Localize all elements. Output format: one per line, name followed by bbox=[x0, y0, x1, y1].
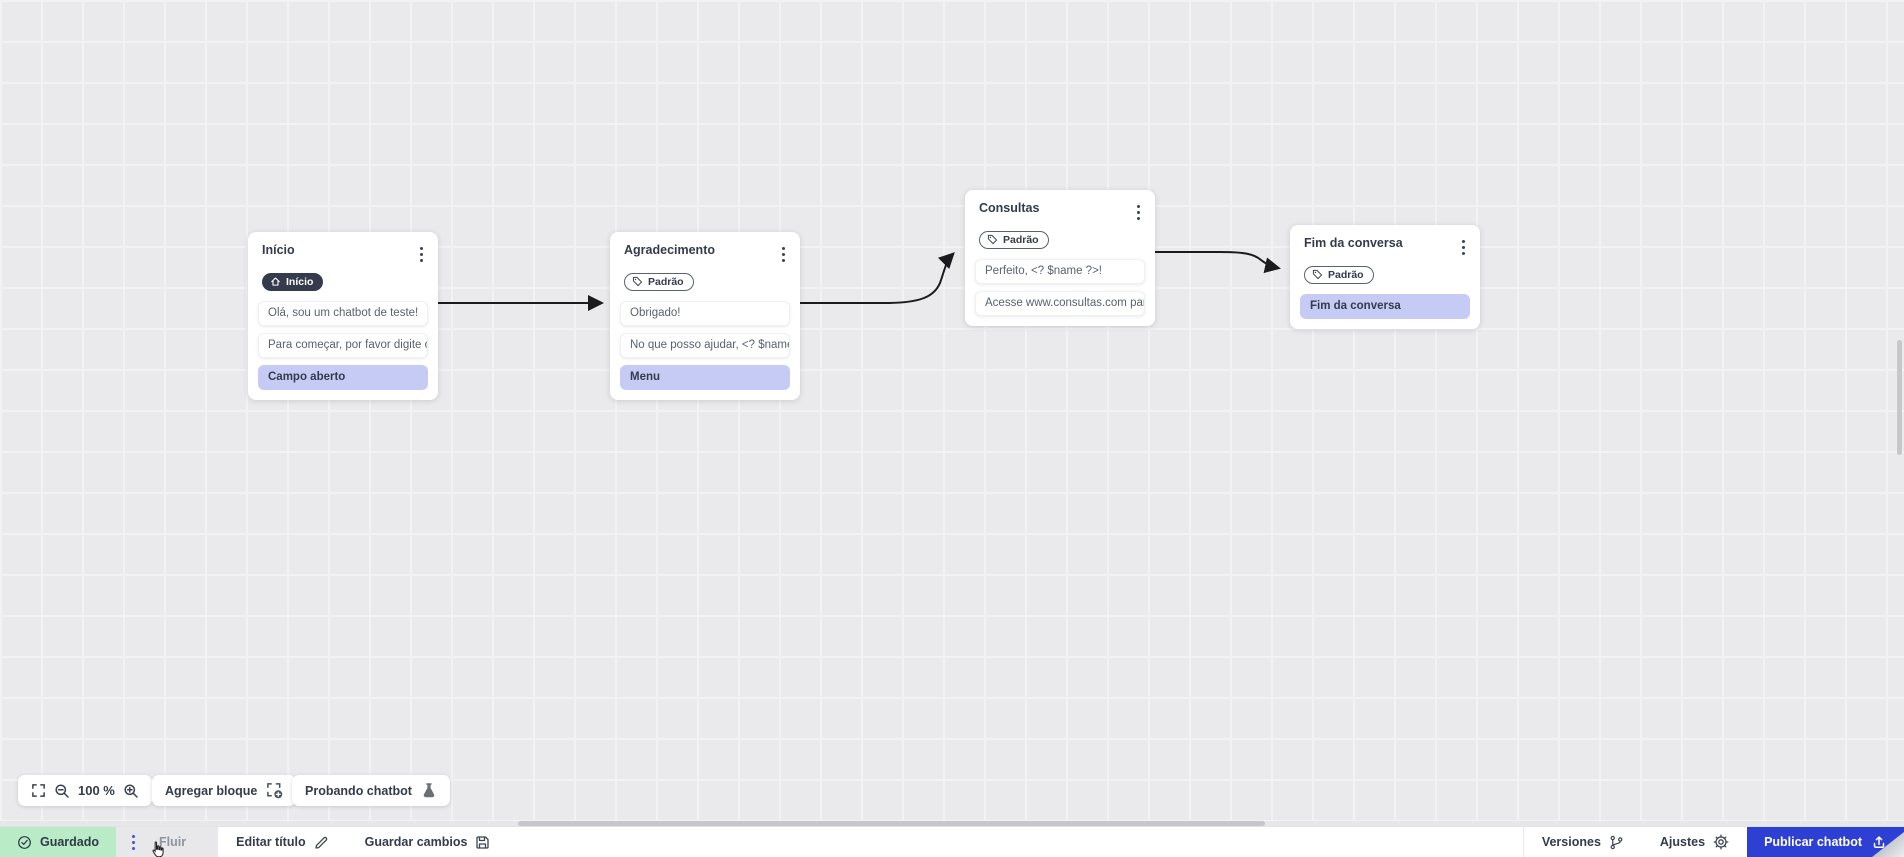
home-icon bbox=[271, 277, 280, 286]
kebab-menu-icon[interactable] bbox=[777, 243, 790, 266]
message-block[interactable]: Acesse www.consultas.com par... bbox=[975, 291, 1145, 317]
tag-icon bbox=[1312, 269, 1323, 280]
horizontal-scrollbar-thumb[interactable] bbox=[518, 821, 1265, 826]
flow-node-consultas[interactable]: Consultas Padrão Perfeito, <? $name ?>! … bbox=[965, 190, 1155, 327]
add-block-icon bbox=[267, 783, 283, 799]
settings-button[interactable]: Ajustes bbox=[1642, 827, 1747, 857]
save-changes-label: Guardar cambios bbox=[364, 835, 468, 849]
publish-chatbot-label: Publicar chatbot bbox=[1764, 835, 1862, 849]
node-title: Fim da conversa bbox=[1304, 236, 1403, 250]
flow-node-fim-da-conversa[interactable]: Fim da conversa Padrão Fim da conversa bbox=[1290, 225, 1480, 330]
footer-right-group: Versiones Ajustes Publicar chatbot bbox=[1522, 827, 1904, 857]
message-block-open-field[interactable]: Campo aberto bbox=[258, 365, 428, 391]
zoom-level-value: 100 % bbox=[78, 783, 115, 798]
vertical-scrollbar-thumb[interactable] bbox=[1897, 340, 1902, 455]
message-block-menu[interactable]: Menu bbox=[620, 365, 790, 391]
flow-node-inicio[interactable]: Início Início Olá, sou um chatbot de tes… bbox=[248, 232, 438, 401]
edit-title-label: Editar título bbox=[236, 835, 306, 849]
saved-status-badge: Guardado bbox=[0, 827, 117, 857]
mouse-cursor bbox=[152, 841, 164, 857]
node-title: Consultas bbox=[979, 201, 1040, 215]
node-type-badge: Padrão bbox=[624, 272, 694, 291]
message-block[interactable]: Olá, sou um chatbot de teste! bbox=[258, 301, 428, 327]
message-block[interactable]: Perfeito, <? $name ?>! bbox=[975, 259, 1145, 285]
wire-agradecimento-consultas[interactable] bbox=[800, 252, 955, 304]
node-title: Início bbox=[262, 243, 295, 257]
versions-button[interactable]: Versiones bbox=[1524, 827, 1642, 857]
flow-canvas[interactable] bbox=[0, 0, 1904, 826]
message-block-end[interactable]: Fim da conversa bbox=[1300, 294, 1470, 320]
gear-icon bbox=[1713, 834, 1729, 850]
edit-title-button[interactable]: Editar título bbox=[218, 827, 346, 857]
git-branch-icon bbox=[1610, 835, 1623, 849]
wire-consultas-fim[interactable] bbox=[1155, 251, 1281, 274]
tag-icon bbox=[987, 234, 998, 245]
save-icon bbox=[476, 835, 490, 849]
node-type-badge: Padrão bbox=[979, 230, 1049, 249]
fit-view-icon[interactable] bbox=[31, 783, 46, 798]
message-block[interactable]: Obrigado! bbox=[620, 301, 790, 327]
flow-options-kebab-icon[interactable] bbox=[124, 829, 143, 855]
flow-node-agradecimento[interactable]: Agradecimento Padrão Obrigado! No que po… bbox=[610, 232, 800, 401]
settings-label: Ajustes bbox=[1659, 835, 1706, 849]
badge-label: Início bbox=[286, 275, 314, 288]
flow-tab-label: Fluir bbox=[159, 835, 187, 849]
node-title: Agradecimento bbox=[624, 243, 715, 257]
node-type-badge: Início bbox=[262, 272, 324, 291]
zoom-toolbar: 100 % bbox=[18, 775, 152, 806]
save-changes-button[interactable]: Guardar cambios bbox=[347, 827, 509, 857]
add-block-label: Agregar bloque bbox=[165, 783, 258, 798]
publish-upload-icon bbox=[1873, 836, 1885, 848]
saved-status-label: Guardado bbox=[40, 835, 100, 849]
node-type-badge: Padrão bbox=[1304, 265, 1374, 284]
message-block[interactable]: No que posso ajudar, <? $name ... bbox=[620, 333, 790, 359]
zoom-in-icon[interactable] bbox=[123, 783, 139, 799]
kebab-menu-icon[interactable] bbox=[1132, 201, 1145, 224]
badge-label: Padrão bbox=[1328, 268, 1364, 281]
kebab-menu-icon[interactable] bbox=[1457, 236, 1470, 259]
badge-label: Padrão bbox=[648, 275, 684, 288]
flask-icon bbox=[423, 783, 435, 798]
add-block-button[interactable]: Agregar bloque bbox=[152, 775, 297, 806]
test-chatbot-label: Probando chatbot bbox=[305, 783, 412, 798]
kebab-menu-icon[interactable] bbox=[415, 243, 428, 266]
publish-chatbot-button[interactable]: Publicar chatbot bbox=[1747, 827, 1904, 857]
versions-label: Versiones bbox=[1541, 835, 1601, 849]
tab-fluir[interactable]: Fluir bbox=[116, 827, 219, 857]
badge-label: Padrão bbox=[1003, 233, 1039, 246]
pencil-icon bbox=[314, 836, 327, 849]
message-block[interactable]: Para começar, por favor digite o ... bbox=[258, 333, 428, 359]
zoom-out-icon[interactable] bbox=[54, 783, 70, 799]
test-chatbot-button[interactable]: Probando chatbot bbox=[292, 775, 450, 806]
bottom-bar: Guardado Fluir Editar título Guardar cam… bbox=[0, 826, 1904, 857]
tag-icon bbox=[632, 276, 643, 287]
footer-spacer bbox=[508, 827, 1522, 857]
check-circle-icon bbox=[18, 835, 31, 849]
